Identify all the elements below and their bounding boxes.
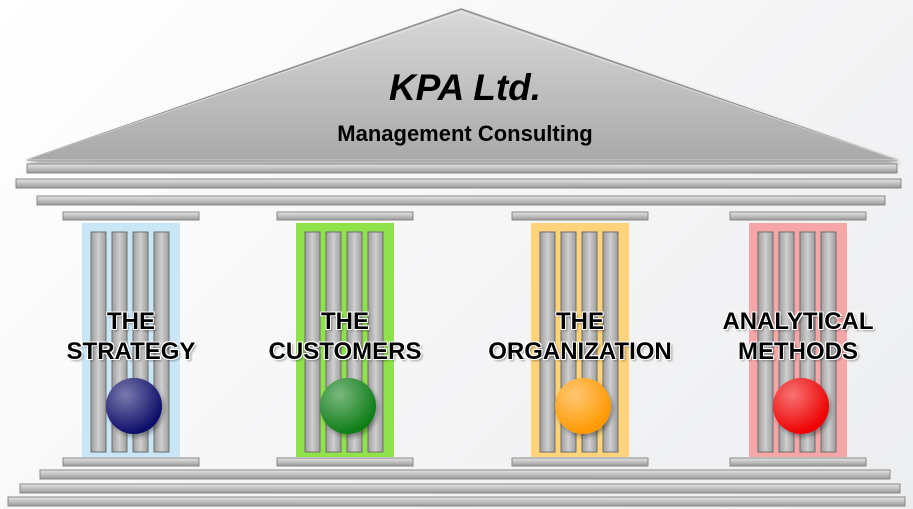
pillar-capital bbox=[276, 211, 414, 221]
entablature-bar-top bbox=[26, 163, 898, 174]
pillar-circle-highlight bbox=[555, 378, 611, 434]
pillar-label-line2: CUSTOMERS bbox=[268, 338, 422, 365]
pillar-circle-highlight bbox=[320, 378, 376, 434]
pillar-organization bbox=[511, 211, 649, 467]
pillar-label-strategy: THE STRATEGY bbox=[16, 307, 246, 367]
pillar-flute bbox=[304, 231, 321, 453]
pillar-base bbox=[729, 457, 867, 467]
pillar-label-line2: STRATEGY bbox=[66, 338, 196, 365]
pillar-label-line1: ANALYTICAL bbox=[722, 308, 874, 335]
pillar-flute bbox=[757, 231, 774, 453]
pillar-capital bbox=[62, 211, 200, 221]
pillar-base bbox=[62, 457, 200, 467]
base-step-bottom bbox=[7, 496, 906, 507]
pillar-circle-highlight bbox=[106, 378, 162, 434]
pillar-circle-highlight bbox=[773, 378, 829, 434]
pillar-capital bbox=[511, 211, 649, 221]
pillar-analytical-methods bbox=[729, 211, 867, 467]
pillar-label-customers: THE CUSTOMERS bbox=[230, 307, 460, 367]
pillar-base bbox=[276, 457, 414, 467]
pillar-strategy bbox=[62, 211, 200, 467]
company-title: KPA Ltd. bbox=[388, 67, 542, 108]
pillar-label-analytical-methods: ANALYTICAL METHODS bbox=[683, 307, 913, 367]
pillar-customers bbox=[276, 211, 414, 467]
base-step-middle bbox=[19, 483, 901, 494]
pillar-label-line2: METHODS bbox=[738, 338, 858, 365]
base-step-top bbox=[39, 469, 891, 480]
company-subtitle: Management Consulting bbox=[337, 121, 593, 146]
pillar-base bbox=[511, 457, 649, 467]
pillar-flute bbox=[90, 231, 107, 453]
pillar-label-line1: THE bbox=[556, 308, 604, 335]
pillar-label-line1: THE bbox=[321, 308, 369, 335]
entablature-bar-bottom bbox=[36, 195, 886, 206]
pillar-flute bbox=[539, 231, 556, 453]
pillar-label-line1: THE bbox=[107, 308, 155, 335]
pillar-capital bbox=[729, 211, 867, 221]
entablature-bar-middle bbox=[15, 178, 902, 189]
pillar-label-line2: ORGANIZATION bbox=[488, 338, 672, 365]
pillar-label-organization: THE ORGANIZATION bbox=[465, 307, 695, 367]
